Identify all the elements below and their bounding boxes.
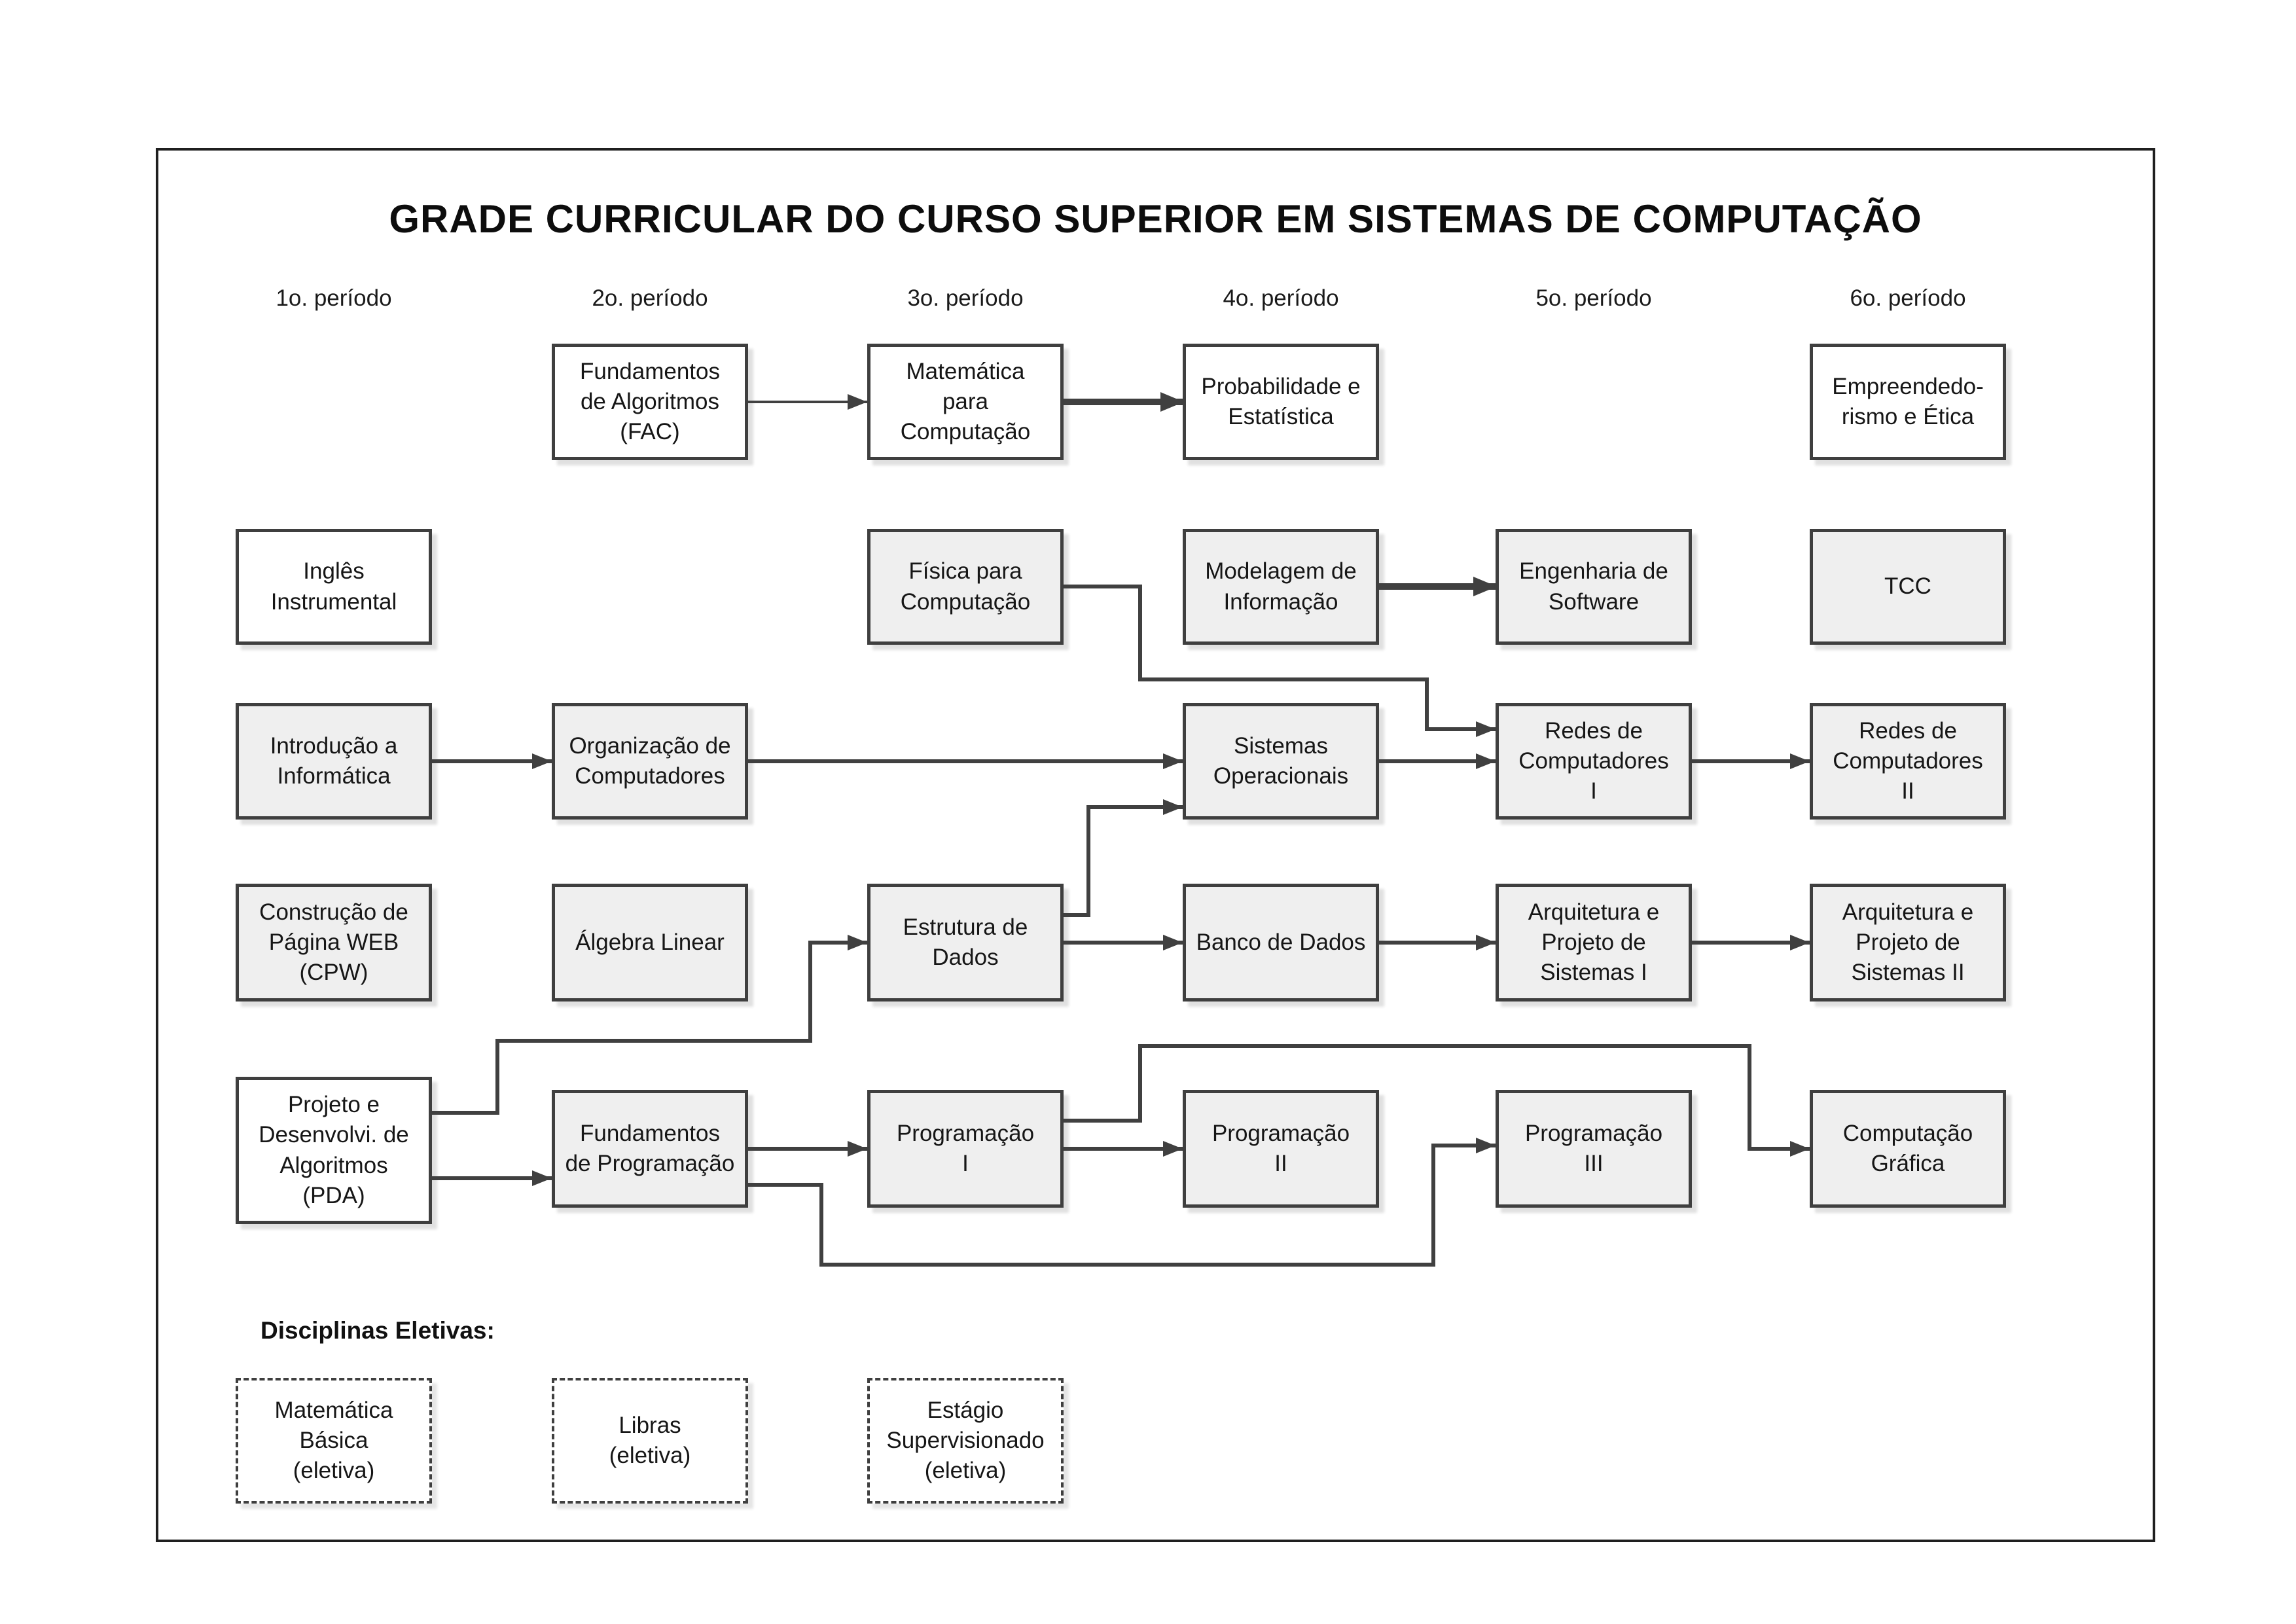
course-box-label: Programação I [896, 1120, 1035, 1176]
elective-box-estagio-supervisionado: Estágio Supervisionado (eletiva) [867, 1378, 1064, 1504]
course-box-engenharia-software: Engenharia de Software [1496, 529, 1692, 645]
course-box-label: Álgebra Linear [575, 929, 725, 955]
course-box-redes-computadores-2: Redes de Computadores II [1810, 703, 2006, 820]
course-box-pda: Projeto e Desenvolvi. de Algoritmos (PDA… [236, 1077, 432, 1224]
course-box-construcao-pagina-web: Construção de Página WEB (CPW) [236, 884, 432, 1001]
course-box-label: Fundamentos de Programação [565, 1120, 735, 1176]
course-box-label: Modelagem de Informação [1205, 558, 1357, 615]
course-box-label: Computação Gráfica [1842, 1120, 1973, 1176]
elective-box-label: Estágio Supervisionado (eletiva) [886, 1397, 1045, 1484]
column-header-5: 5o. período [1535, 285, 1652, 311]
course-box-label: Redes de Computadores I [1518, 717, 1669, 804]
course-box-introducao-informatica: Introdução a Informática [236, 703, 432, 820]
course-box-label: Banco de Dados [1196, 929, 1366, 955]
course-box-label: Estrutura de Dados [903, 914, 1028, 970]
column-header-2: 2o. período [592, 285, 708, 311]
course-box-fundamentos-algoritmos: Fundamentos de Algoritmos (FAC) [552, 344, 748, 460]
course-box-label: Arquitetura e Projeto de Sistemas I [1528, 899, 1660, 986]
elective-box-label: Libras (eletiva) [609, 1412, 691, 1468]
column-header-3: 3o. período [907, 285, 1024, 311]
course-box-programacao-1: Programação I [867, 1090, 1064, 1208]
course-box-banco-dados: Banco de Dados [1183, 884, 1379, 1001]
course-box-label: TCC [1884, 573, 1931, 600]
course-box-label: Fundamentos de Algoritmos (FAC) [579, 358, 721, 445]
course-box-label: Matemática para Computação [900, 358, 1031, 445]
course-box-redes-computadores-1: Redes de Computadores I [1496, 703, 1692, 820]
course-box-label: Arquitetura e Projeto de Sistemas II [1842, 899, 1974, 986]
elective-box-libras: Libras (eletiva) [552, 1378, 748, 1504]
column-header-1: 1o. período [276, 285, 392, 311]
course-box-algebra-linear: Álgebra Linear [552, 884, 748, 1001]
course-box-organizacao-computadores: Organização de Computadores [552, 703, 748, 820]
course-box-sistemas-operacionais: Sistemas Operacionais [1183, 703, 1379, 820]
course-box-label: Sistemas Operacionais [1213, 732, 1349, 789]
course-box-fisica-computacao: Física para Computação [867, 529, 1064, 645]
course-box-probabilidade-estatistica: Probabilidade e Estatística [1183, 344, 1379, 460]
course-box-matematica-computacao: Matemática para Computação [867, 344, 1064, 460]
course-box-label: Organização de Computadores [569, 732, 731, 789]
course-box-label: Construção de Página WEB (CPW) [259, 899, 408, 986]
course-box-label: Empreendedo- rismo e Ética [1832, 373, 1984, 429]
course-box-estrutura-dados: Estrutura de Dados [867, 884, 1064, 1001]
course-box-label: Projeto e Desenvolvi. de Algoritmos (PDA… [259, 1092, 409, 1208]
course-box-label: Engenharia de Software [1519, 558, 1668, 615]
course-box-computacao-grafica: Computação Gráfica [1810, 1090, 2006, 1208]
course-box-label: Programação III [1524, 1120, 1663, 1176]
elective-box-matematica-basica: Matemática Básica (eletiva) [236, 1378, 432, 1504]
course-box-label: Física para Computação [900, 558, 1031, 615]
elective-box-label: Matemática Básica (eletiva) [274, 1397, 393, 1484]
course-box-arquitetura-sistemas-1: Arquitetura e Projeto de Sistemas I [1496, 884, 1692, 1001]
column-header-6: 6o. período [1850, 285, 1966, 311]
course-box-label: Introdução a Informática [270, 732, 398, 789]
course-box-empreendedorismo-etica: Empreendedo- rismo e Ética [1810, 344, 2006, 460]
course-box-fundamentos-programacao: Fundamentos de Programação [552, 1090, 748, 1208]
course-box-label: Programação II [1211, 1120, 1350, 1176]
electives-section-label: Disciplinas Eletivas: [260, 1317, 495, 1344]
course-box-arquitetura-sistemas-2: Arquitetura e Projeto de Sistemas II [1810, 884, 2006, 1001]
course-box-programacao-2: Programação II [1183, 1090, 1379, 1208]
course-box-modelagem-informacao: Modelagem de Informação [1183, 529, 1379, 645]
course-box-programacao-3: Programação III [1496, 1090, 1692, 1208]
course-box-label: Redes de Computadores II [1833, 717, 1983, 804]
column-header-4: 4o. período [1223, 285, 1339, 311]
course-box-ingles-instrumental: Inglês Instrumental [236, 529, 432, 645]
course-box-tcc: TCC [1810, 529, 2006, 645]
course-box-label: Inglês Instrumental [270, 558, 397, 615]
page-title: GRADE CURRICULAR DO CURSO SUPERIOR EM SI… [389, 197, 1922, 241]
course-box-label: Probabilidade e Estatística [1201, 373, 1361, 429]
